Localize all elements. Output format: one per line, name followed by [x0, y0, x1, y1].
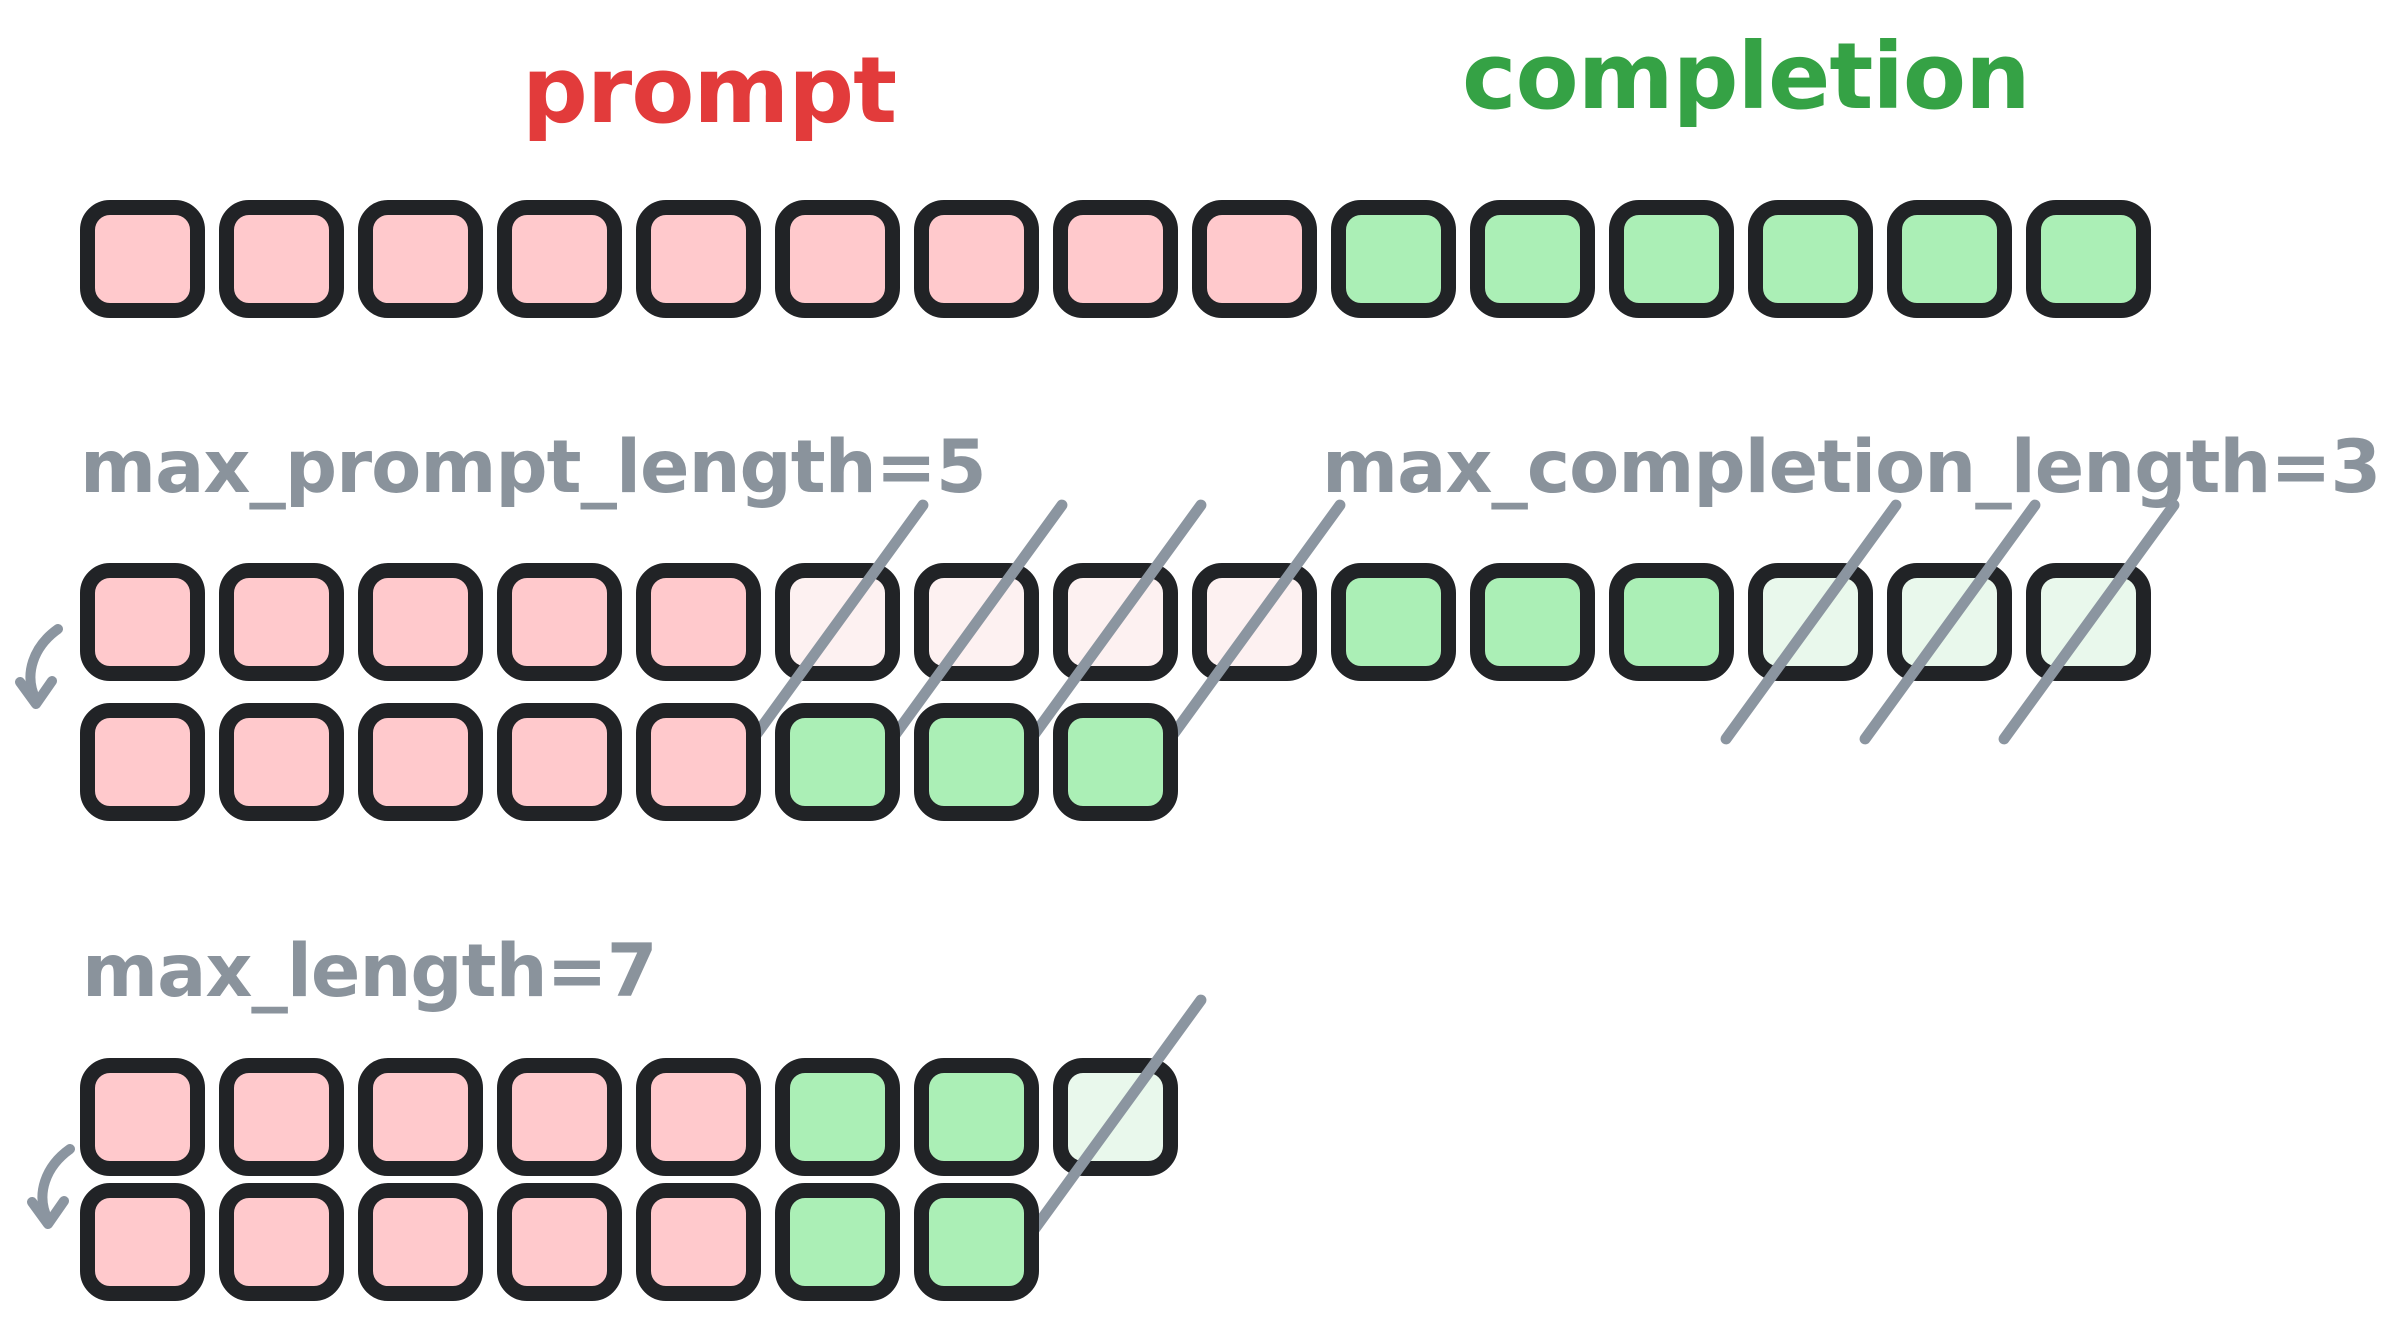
token-completion: [1331, 563, 1456, 681]
strikethrough-mark: [1717, 497, 1904, 747]
token-prompt: [497, 1058, 622, 1176]
token-prompt-dropped: [744, 497, 931, 747]
token-prompt: [358, 563, 483, 681]
token-prompt: [636, 200, 761, 318]
token-prompt: [80, 703, 205, 821]
token-prompt: [358, 1058, 483, 1176]
token-prompt: [497, 703, 622, 821]
token-completion: [775, 1183, 900, 1301]
token-prompt: [80, 1058, 205, 1176]
strikethrough-mark: [1995, 497, 2182, 747]
token-prompt: [80, 563, 205, 681]
token-prompt: [636, 703, 761, 821]
max-length-label: max_length=7: [82, 929, 657, 1014]
token-prompt-dropped: [883, 497, 1070, 747]
token-completion-dropped: [1995, 497, 2182, 747]
token-row-truncation-markers: [80, 497, 2182, 747]
prompt-label: prompt: [522, 37, 897, 144]
token-prompt: [219, 1183, 344, 1301]
token-completion: [1609, 200, 1734, 318]
token-completion: [1609, 563, 1734, 681]
token-prompt: [219, 1058, 344, 1176]
strikethrough-mark: [1022, 992, 1209, 1242]
token-prompt: [219, 200, 344, 318]
token-prompt: [636, 563, 761, 681]
token-prompt: [1053, 200, 1178, 318]
token-prompt: [497, 200, 622, 318]
token-prompt-dropped: [1022, 497, 1209, 747]
token-prompt: [914, 200, 1039, 318]
token-completion: [1887, 200, 2012, 318]
token-completion: [1053, 703, 1178, 821]
token-completion-dropped: [1856, 497, 2043, 747]
token-prompt: [358, 1183, 483, 1301]
token-prompt: [80, 1183, 205, 1301]
token-prompt: [219, 703, 344, 821]
token-prompt: [636, 1183, 761, 1301]
token-completion: [1470, 563, 1595, 681]
token-completion: [2026, 200, 2151, 318]
token-completion: [914, 1058, 1039, 1176]
token-prompt: [219, 563, 344, 681]
token-prompt: [358, 200, 483, 318]
completion-label: completion: [1462, 23, 2031, 130]
token-prompt: [636, 1058, 761, 1176]
token-prompt: [775, 200, 900, 318]
token-completion-dropped: [1022, 992, 1209, 1242]
token-completion: [914, 1183, 1039, 1301]
curved-down-arrow-icon: [27, 1144, 75, 1229]
token-completion: [775, 1058, 900, 1176]
token-completion: [1331, 200, 1456, 318]
token-row-after-max-length-truncation: [80, 1183, 1039, 1301]
max-completion-length-label: max_completion_length=3: [1322, 425, 2381, 510]
token-row-max-length-markers: [80, 992, 1209, 1242]
token-completion: [1748, 200, 1873, 318]
token-prompt-dropped: [1161, 497, 1348, 747]
strikethrough-mark: [1161, 497, 1348, 747]
strikethrough-mark: [1856, 497, 2043, 747]
max-prompt-length-label: max_prompt_length=5: [80, 425, 987, 510]
token-completion: [1470, 200, 1595, 318]
token-prompt: [1192, 200, 1317, 318]
token-prompt: [497, 563, 622, 681]
token-completion: [914, 703, 1039, 821]
token-completion: [775, 703, 900, 821]
token-prompt: [497, 1183, 622, 1301]
token-row-original-sequence: [80, 200, 2151, 318]
token-row-after-prompt-completion-truncation: [80, 703, 1178, 821]
curved-down-arrow-icon: [15, 624, 63, 709]
token-prompt: [80, 200, 205, 318]
token-completion-dropped: [1717, 497, 1904, 747]
token-prompt: [358, 703, 483, 821]
